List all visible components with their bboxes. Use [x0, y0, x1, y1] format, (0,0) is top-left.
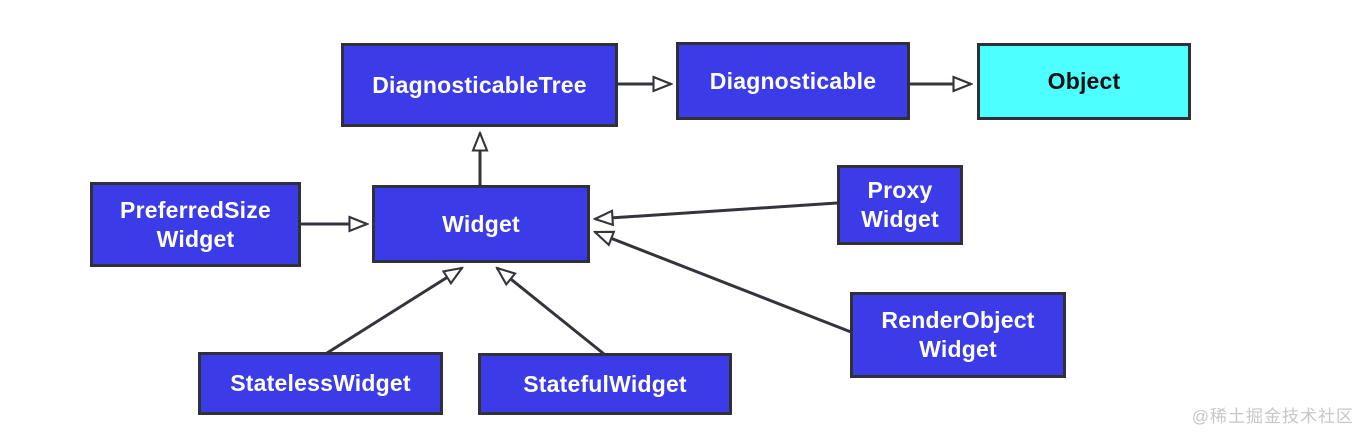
node-object: Object: [977, 43, 1191, 120]
edge-renderobjectwidget-to-widget: [595, 230, 852, 334]
node-label: RenderObject: [881, 307, 1035, 333]
edge-proxywidget-to-widget: [595, 201, 838, 219]
node-label: StatefulWidget: [523, 370, 687, 397]
node-label: Widget: [861, 206, 939, 232]
node-diagnosticable: Diagnosticable: [676, 42, 910, 120]
node-label: Diagnosticable: [709, 67, 877, 94]
node-label: Widget: [156, 225, 235, 252]
node-label: DiagnosticableTree: [372, 71, 587, 98]
node-label: Widget: [919, 336, 997, 362]
node-label: Proxy: [867, 177, 933, 203]
node-label: PreferredSize: [120, 196, 271, 223]
node-stateful-widget: StatefulWidget: [478, 353, 732, 415]
watermark: @稀土掘金技术社区: [1191, 407, 1354, 426]
edge-statelesswidget-to-widget: [326, 268, 462, 355]
node-label: Widget: [442, 210, 520, 237]
edge-statefulwidget-to-widget: [497, 268, 605, 356]
node-stateless-widget: StatelessWidget: [198, 352, 443, 415]
node-label: Object: [1047, 68, 1121, 94]
node-label: StatelessWidget: [230, 370, 411, 396]
node-diagnosticable-tree: DiagnosticableTree: [341, 43, 618, 127]
node-widget: Widget: [372, 185, 590, 263]
